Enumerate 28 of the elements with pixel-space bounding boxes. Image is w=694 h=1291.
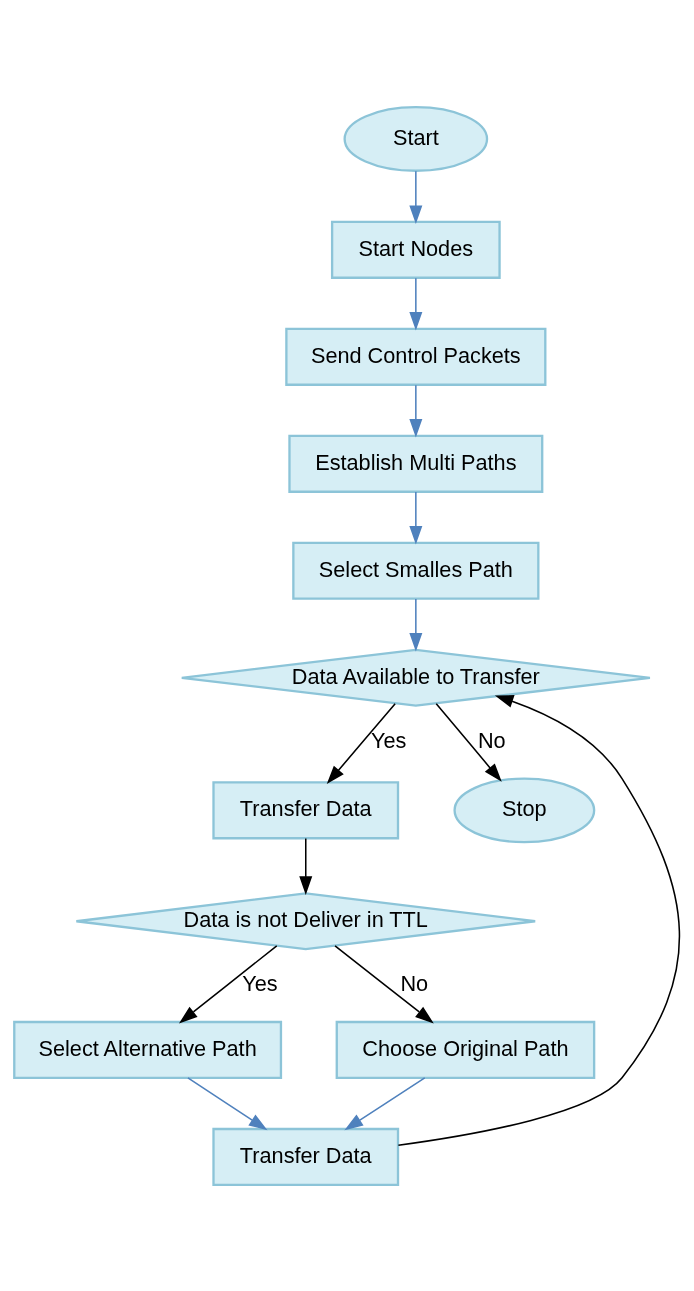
arrow xyxy=(409,276,423,331)
arrow xyxy=(326,702,396,784)
node-box: Select Smalles Path xyxy=(292,541,540,600)
arrow xyxy=(334,944,434,1023)
arrow xyxy=(409,169,423,224)
edge-label: No xyxy=(400,970,429,996)
arrow xyxy=(178,944,278,1023)
node-box: Choose Original Path xyxy=(335,1020,596,1079)
node-ellipse: Start xyxy=(343,105,489,172)
edge-label: Yes xyxy=(242,970,278,996)
arrow xyxy=(435,702,502,782)
node-box: Select Alternative Path xyxy=(13,1020,283,1079)
node-box: Start Nodes xyxy=(330,220,501,279)
node-ellipse: Stop xyxy=(453,776,596,843)
node-box: Transfer Data xyxy=(212,780,400,839)
edge-label: No xyxy=(477,727,506,753)
arrow xyxy=(409,597,423,652)
node-diamond: Data is not Deliver in TTL xyxy=(75,891,537,950)
node-box: Transfer Data xyxy=(212,1127,400,1186)
arrow xyxy=(344,1076,426,1130)
node-box: Send Control Packets xyxy=(285,327,547,386)
node-box: Establish Multi Paths xyxy=(288,434,544,493)
arrow xyxy=(187,1076,268,1130)
arrow xyxy=(409,383,423,438)
edge-label: Yes xyxy=(371,727,407,753)
arrow xyxy=(397,694,681,1146)
arrow xyxy=(299,837,313,895)
arrow xyxy=(409,490,423,545)
